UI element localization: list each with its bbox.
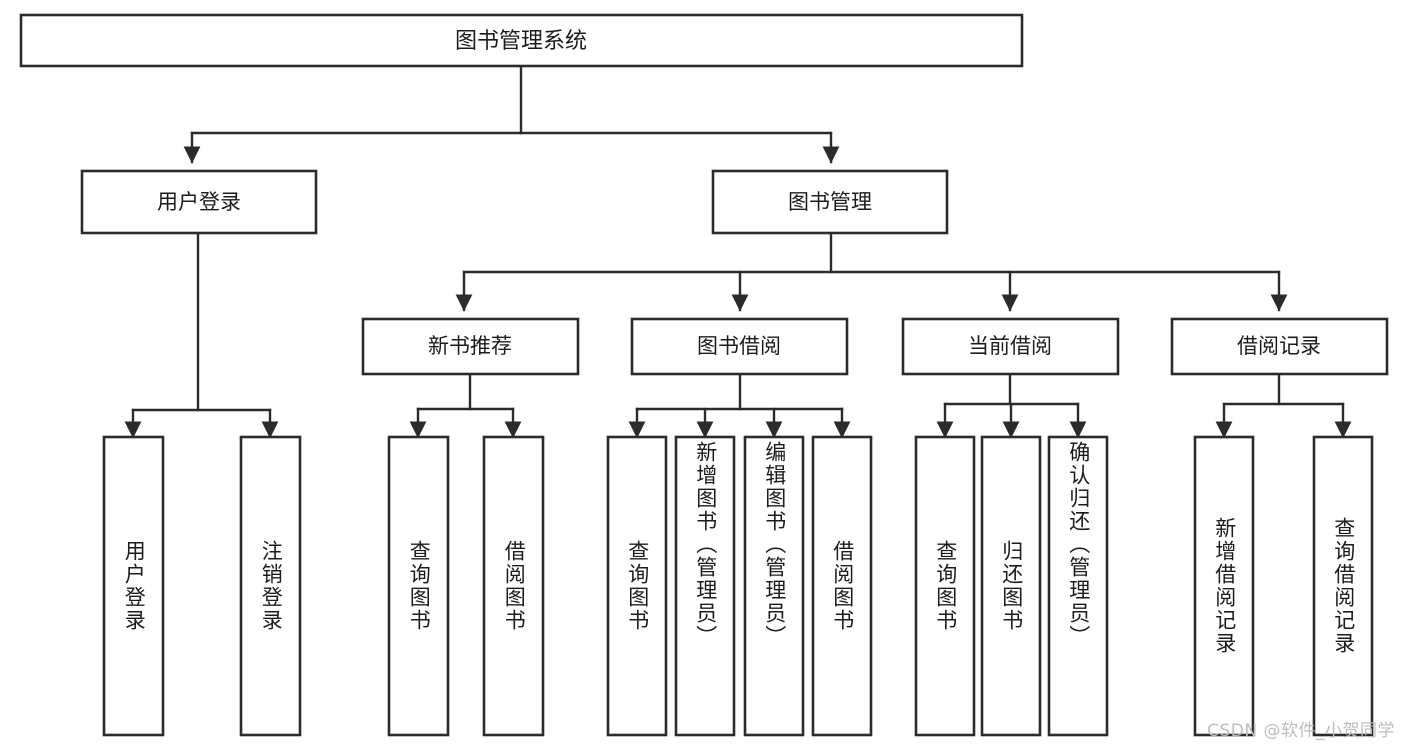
leaf-boxes bbox=[102, 435, 1374, 737]
connectors-currentborrow-to-leaves bbox=[936, 373, 1087, 439]
node-current-borrow[interactable]: 当前借阅 bbox=[901, 317, 1120, 376]
node-new-book-recommend[interactable]: 新书推荐 bbox=[361, 317, 580, 376]
node-book-borrow-box[interactable] bbox=[630, 317, 849, 376]
connectors-borrow-to-leaves bbox=[628, 373, 851, 439]
connectors-records-to-leaves bbox=[1215, 373, 1352, 439]
leaf-box-query-books-1[interactable] bbox=[387, 435, 450, 737]
leaf-box-query-books-3[interactable] bbox=[914, 435, 976, 737]
csdn-watermark: CSDN @软件_小贺同学 bbox=[1207, 721, 1395, 741]
connectors-newbooks-to-leaves bbox=[409, 373, 522, 439]
node-user-login-label: 用户登录 bbox=[157, 190, 241, 214]
node-current-borrow-box[interactable] bbox=[901, 317, 1120, 376]
node-borrow-records-label: 借阅记录 bbox=[1237, 334, 1321, 358]
node-user-login-box[interactable] bbox=[80, 169, 318, 235]
leaf-box-borrow-books-1[interactable] bbox=[482, 435, 545, 737]
leaf-box-user-login[interactable] bbox=[102, 435, 165, 737]
node-borrow-records[interactable]: 借阅记录 bbox=[1170, 317, 1389, 376]
leaf-box-return-books[interactable] bbox=[980, 435, 1042, 737]
node-book-management[interactable]: 图书管理 bbox=[711, 169, 949, 235]
connectors-bookmgmt-to-level3 bbox=[455, 232, 1288, 312]
node-borrow-records-box[interactable] bbox=[1170, 317, 1389, 376]
connectors-userlogin-to-leaves bbox=[124, 232, 279, 439]
leaf-box-borrow-books-2[interactable] bbox=[811, 435, 873, 737]
node-new-book-recommend-box[interactable] bbox=[361, 317, 580, 376]
leaf-box-add-book-admin[interactable] bbox=[674, 435, 736, 737]
leaf-box-confirm-return-admin[interactable] bbox=[1047, 435, 1109, 737]
connectors-root-to-level2 bbox=[183, 65, 840, 164]
node-user-login[interactable]: 用户登录 bbox=[80, 169, 318, 235]
node-book-management-box[interactable] bbox=[711, 169, 949, 235]
leaf-box-edit-book-admin[interactable] bbox=[743, 435, 805, 737]
node-current-borrow-label: 当前借阅 bbox=[968, 334, 1052, 358]
node-book-borrow[interactable]: 图书借阅 bbox=[630, 317, 849, 376]
leaf-box-add-borrow-record[interactable] bbox=[1193, 435, 1255, 737]
node-book-borrow-label: 图书借阅 bbox=[697, 334, 781, 358]
node-root-label: 图书管理系统 bbox=[455, 29, 587, 54]
node-root[interactable]: 图书管理系统 bbox=[19, 13, 1024, 68]
node-new-book-recommend-label: 新书推荐 bbox=[428, 334, 512, 358]
node-root-box[interactable] bbox=[19, 13, 1024, 68]
leaf-box-query-books-2[interactable] bbox=[606, 435, 668, 737]
leaf-box-logout[interactable] bbox=[239, 435, 302, 737]
node-book-management-label: 图书管理 bbox=[788, 190, 872, 214]
leaf-box-query-borrow-record[interactable] bbox=[1312, 435, 1374, 737]
